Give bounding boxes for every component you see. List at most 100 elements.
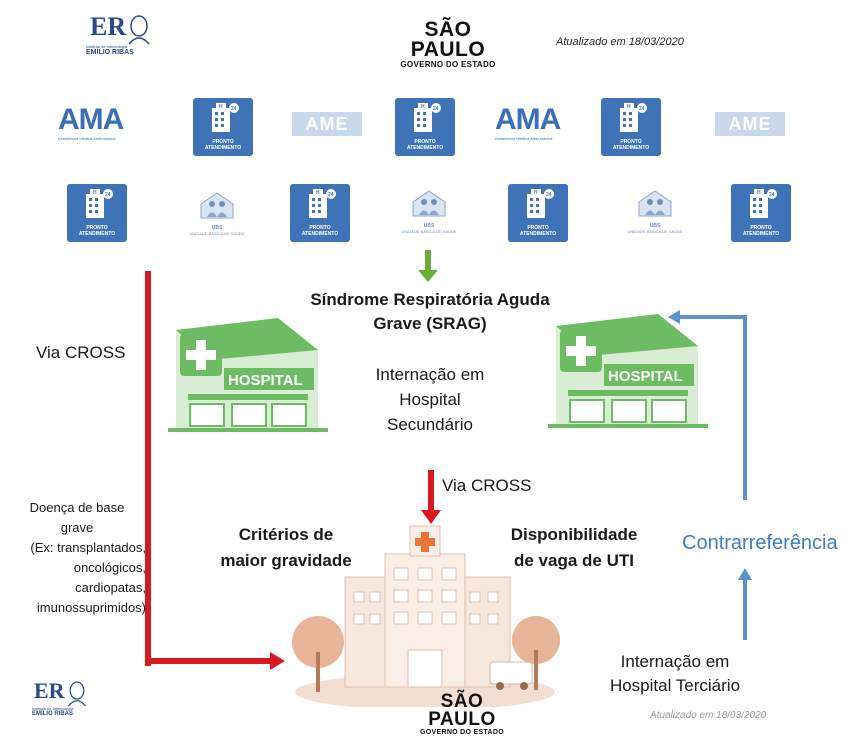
secondary-line-1: Internação em <box>375 365 485 384</box>
footer-updated-date: Atualizado em 18/03/2020 <box>650 710 767 721</box>
pa-label-1: PRONTO <box>750 225 772 231</box>
hospital-left-illustration: HOSPITAL <box>168 318 328 432</box>
svg-text:24: 24 <box>433 106 439 112</box>
criterios-line-1: Critérios de <box>238 525 334 544</box>
disponibilidade-label: Disponibilidade de vaga de UTI <box>494 522 654 574</box>
ame-logo: AME <box>715 112 785 136</box>
pa-label-2: ATENDIMENTO <box>612 145 650 151</box>
hospital-sign-text: HOSPITAL <box>608 368 683 385</box>
ubs-label: UBS <box>649 223 661 229</box>
svg-text:H: H <box>627 104 631 110</box>
green-down-arrow <box>418 250 438 282</box>
sao-paulo-text: SÃO PAULO <box>428 691 496 730</box>
doenca-line-2: grave <box>60 520 94 535</box>
ubs-subtitle: UNIDADE BÁSICA DE SAÚDE <box>627 229 683 234</box>
pronto-atendimento-card: H 24 PRONTO ATENDIMENTO <box>731 184 791 242</box>
building-icon: H 24 <box>620 103 647 132</box>
srag-title-line-1: Síndrome Respiratória Aguda <box>310 290 550 309</box>
svg-text:H: H <box>219 104 223 110</box>
pa-label-1: PRONTO <box>212 139 234 145</box>
terciario-line-2: Hospital Terciário <box>609 676 741 695</box>
building-icon: H 24 <box>527 189 554 218</box>
doenca-line-1: Doença de base <box>29 500 125 515</box>
blue-return-arrow <box>668 310 747 500</box>
building-icon: H 24 <box>212 103 239 132</box>
svg-text:H: H <box>93 190 97 196</box>
tertiary-hospital-illustration <box>292 525 560 707</box>
via-cross-left: Via CROSS <box>36 343 126 362</box>
family-house-icon <box>200 192 234 219</box>
emilio-ribas-logo: ER Instituto de Infectologia EMÍLIO RIBA… <box>82 12 162 60</box>
emilio-ribas-subtitle: Instituto de Infectologia <box>86 44 128 49</box>
hospital-right-illustration: HOSPITAL <box>548 314 708 428</box>
pa-label-1: PRONTO <box>414 139 436 145</box>
emilio-ribas-name: EMÍLIO RIBAS <box>32 711 74 717</box>
doenca-de-base-label: Doença de base grave (Ex: transplantados… <box>0 498 146 618</box>
doenca-line-6: imunossuprimidos) <box>36 600 146 615</box>
hospital-sign-text: HOSPITAL <box>228 372 303 389</box>
pa-label-2: ATENDIMENTO <box>301 231 339 237</box>
pa-label-1: PRONTO <box>527 225 549 231</box>
ubs-subtitle: UNIDADE BÁSICA DE SAÚDE <box>189 231 245 236</box>
disponibilidade-line-2: de vaga de UTI <box>514 551 634 570</box>
governo-text: GOVERNO DO ESTADO <box>400 60 496 69</box>
red-left-arrow <box>145 271 285 670</box>
srag-title-line-2: Grave (SRAG) <box>373 314 487 333</box>
ama-text: AMA <box>495 103 561 136</box>
doenca-line-4: oncológicos, <box>73 560 146 575</box>
building-icon: H 24 <box>414 103 441 132</box>
building-icon: H 24 <box>309 189 336 218</box>
tertiary-hospital-label: Internação em Hospital Terciário <box>590 650 760 698</box>
emilio-ribas-subtitle: Instituto de Infectologia <box>32 706 74 711</box>
svg-text:H: H <box>316 190 320 196</box>
building-icon: H 24 <box>86 189 113 218</box>
pa-label-1: PRONTO <box>620 139 642 145</box>
svg-text:H: H <box>757 190 761 196</box>
pa-label-1: PRONTO <box>309 225 331 231</box>
criterios-line-2: maior gravidade <box>220 551 352 570</box>
pronto-atendimento-card: H 24 PRONTO ATENDIMENTO <box>67 184 127 242</box>
ama-logo: AMA Assistência Médica Ambulatorial <box>58 104 132 150</box>
svg-text:24: 24 <box>105 192 111 198</box>
emilio-ribas-portrait-icon <box>68 681 86 707</box>
svg-text:H: H <box>421 104 425 110</box>
doenca-line-5: cardiopatas, <box>75 580 146 595</box>
family-house-icon <box>638 190 672 217</box>
ubs-subtitle: UNIDADE BÁSICA DE SAÚDE <box>401 229 457 234</box>
governo-text: GOVERNO DO ESTADO <box>420 729 504 736</box>
criterios-label: Critérios de maior gravidade <box>206 522 366 574</box>
pronto-atendimento-card: H 24 PRONTO ATENDIMENTO <box>193 98 253 156</box>
red-down-arrow <box>421 470 441 524</box>
pa-label-2: ATENDIMENTO <box>204 145 242 151</box>
ubs-logo: UBS UNIDADE BÁSICA DE SAÚDE <box>618 188 692 238</box>
emilio-ribas-footer-logo: ER Instituto de Infectologia EMÍLIO RIBA… <box>30 678 102 722</box>
svg-text:24: 24 <box>639 106 645 112</box>
ubs-label: UBS <box>211 225 223 231</box>
secondary-line-2: Hospital <box>399 390 461 409</box>
ubs-label: UBS <box>423 223 435 229</box>
ubs-logo: UBS UNIDADE BÁSICA DE SAÚDE <box>392 188 466 238</box>
srag-title: Síndrome Respiratória Aguda Grave (SRAG) <box>280 288 580 336</box>
building-icon: H 24 <box>750 189 777 218</box>
sao-paulo-logo: SÃO PAULO GOVERNO DO ESTADO <box>388 19 508 69</box>
contrarreferencia-label: Contrarreferência <box>682 532 838 554</box>
pronto-atendimento-card: H 24 PRONTO ATENDIMENTO <box>395 98 455 156</box>
pa-label-2: ATENDIMENTO <box>519 231 557 237</box>
via-cross-center: Via CROSS <box>442 476 532 495</box>
er-monogram: ER <box>34 678 65 703</box>
svg-text:24: 24 <box>546 192 552 198</box>
updated-date: Atualizado em 18/03/2020 <box>556 36 684 48</box>
svg-text:24: 24 <box>231 106 237 112</box>
pronto-atendimento-card: H 24 PRONTO ATENDIMENTO <box>290 184 350 242</box>
sao-paulo-footer-logo: SÃO PAULO GOVERNO DO ESTADO <box>407 691 517 736</box>
pa-label-2: ATENDIMENTO <box>406 145 444 151</box>
ama-logo: AMA Assistência Médica Ambulatorial <box>495 104 569 150</box>
pa-label-1: PRONTO <box>86 225 108 231</box>
ama-subtitle: Assistência Médica Ambulatorial <box>58 136 116 141</box>
er-monogram: ER <box>90 12 127 41</box>
doenca-line-3: (Ex: transplantados, <box>30 540 146 555</box>
svg-text:24: 24 <box>328 192 334 198</box>
emilio-ribas-portrait-icon <box>128 15 150 45</box>
secondary-hospital-label: Internação em Hospital Secundário <box>350 362 510 437</box>
